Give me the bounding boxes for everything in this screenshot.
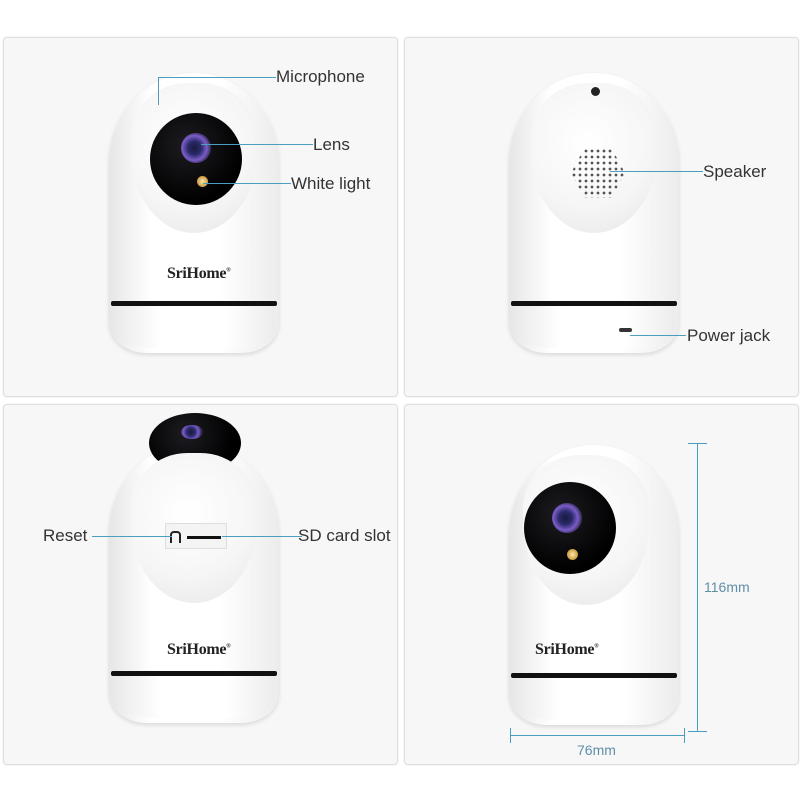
width-dimension-cap <box>510 728 511 743</box>
power-jack-callout-line <box>630 335 686 336</box>
camera-base <box>513 678 675 720</box>
width-dimension-line <box>510 735 684 736</box>
speaker-callout-line <box>610 171 703 172</box>
reset-label: Reset <box>43 526 88 545</box>
brand-logo: SriHome® <box>167 641 231 658</box>
camera-band <box>511 673 677 678</box>
white-light-label: White light <box>291 174 371 193</box>
brand-logo: SriHome® <box>167 265 231 282</box>
microphone-callout-line <box>158 77 159 105</box>
width-dimension-cap <box>684 728 685 743</box>
lens-icon <box>552 503 582 533</box>
lens-callout-line <box>201 144 313 145</box>
camera-band <box>511 301 677 306</box>
dimensions-panel: SriHome® 116mm 76mm <box>404 404 799 765</box>
brand-logo: SriHome® <box>535 641 599 658</box>
camera-base <box>513 306 675 348</box>
lens-label: Lens <box>313 135 350 154</box>
power-jack-label: Power jack <box>687 326 771 345</box>
camera-base <box>113 306 275 348</box>
reset-button-icon <box>170 531 181 543</box>
lens-icon <box>181 133 211 163</box>
lens-icon <box>181 425 203 439</box>
sd-card-slot-icon <box>187 536 221 539</box>
microphone-label: Microphone <box>276 67 365 86</box>
height-dimension-label: 116mm <box>704 579 750 595</box>
camera-band <box>111 671 277 676</box>
speaker-label: Speaker <box>703 162 767 181</box>
camera-band <box>111 301 277 306</box>
height-dimension-cap <box>688 443 707 444</box>
white-light-callout-line <box>203 183 291 184</box>
reset-callout-line <box>92 536 172 537</box>
white-light-icon <box>197 176 208 187</box>
height-dimension-line <box>697 443 698 731</box>
width-dimension-label: 76mm <box>577 742 616 758</box>
height-dimension-cap <box>688 731 707 732</box>
front-view-panel: SriHome® Microphone Lens White light <box>3 37 398 397</box>
back-view-panel: Speaker Power jack <box>404 37 799 397</box>
power-jack-icon <box>619 328 632 332</box>
microphone-callout-line <box>158 77 276 78</box>
sd-slot-callout-line <box>222 536 302 537</box>
camera-base <box>113 676 275 718</box>
sd-card-slot-label: SD card slot <box>298 526 391 545</box>
white-light-icon <box>567 549 578 560</box>
rear-view-panel: SriHome® Reset SD card slot <box>3 404 398 765</box>
mic-hole-icon <box>591 87 600 96</box>
